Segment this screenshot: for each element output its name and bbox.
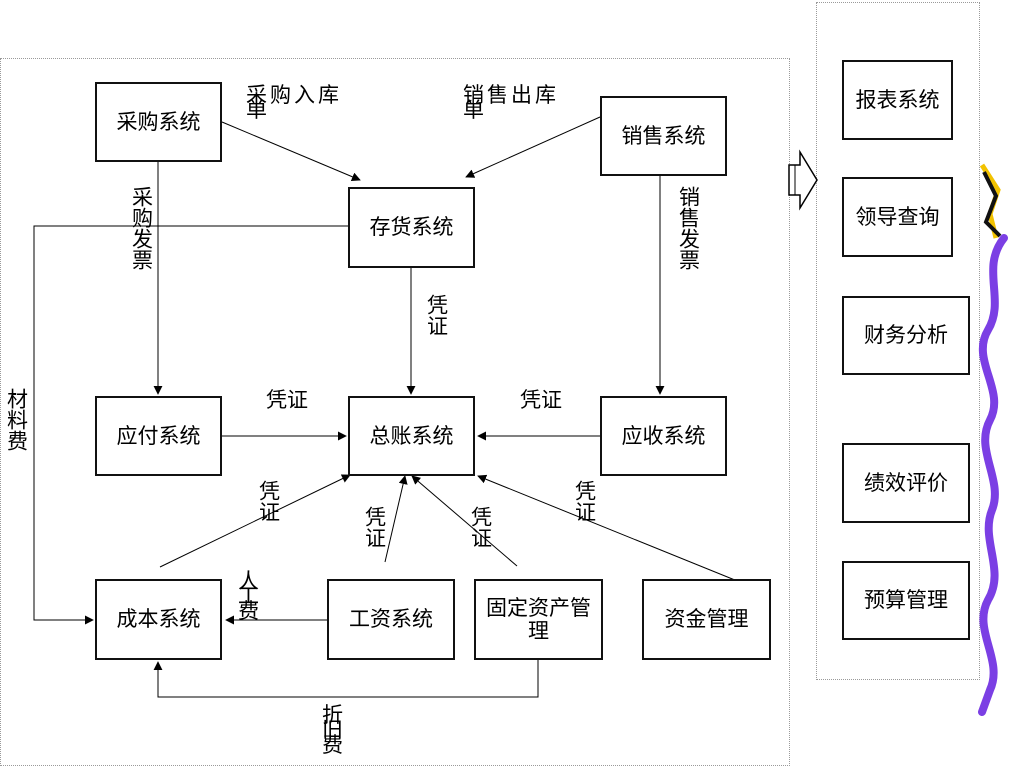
label-sales-out: 销售出库单 bbox=[463, 83, 559, 122]
diagram-frame bbox=[0, 58, 790, 766]
purchase-system-box: 采购系统 bbox=[95, 82, 222, 162]
ledger-system-box: 总账系统 bbox=[348, 396, 475, 476]
label-purchase-in: 采购入库单 bbox=[246, 83, 342, 122]
label-voucher-receivable: 凭证 bbox=[520, 388, 562, 412]
output-arrow-icon bbox=[788, 149, 818, 211]
label-material-cost: 材料费 bbox=[4, 388, 29, 451]
label-sales-invoice: 销售发票 bbox=[676, 186, 701, 270]
label-voucher-inventory: 凭证 bbox=[424, 294, 449, 336]
arrow-cost-to-ledger bbox=[159, 474, 351, 568]
outputs-frame bbox=[816, 2, 980, 680]
inventory-system-box: 存货系统 bbox=[348, 187, 475, 268]
decorative-ribbon bbox=[978, 163, 1008, 716]
arrow-inventory-to-cost bbox=[33, 225, 348, 625]
label-voucher-funds: 凭证 bbox=[572, 480, 597, 522]
arrow-payroll-to-ledger bbox=[384, 475, 408, 563]
payable-system-box: 应付系统 bbox=[95, 396, 222, 476]
output-budget-management: 预算管理 bbox=[842, 561, 970, 640]
output-financial-analysis: 财务分析 bbox=[842, 296, 970, 375]
funds-system-box: 资金管理 bbox=[642, 579, 771, 660]
output-performance-evaluation: 绩效评价 bbox=[842, 443, 970, 523]
arrow-sales-to-inventory bbox=[465, 116, 601, 178]
cost-system-box: 成本系统 bbox=[95, 579, 222, 660]
arrow-funds-to-ledger bbox=[477, 474, 763, 592]
label-voucher-payroll: 凭证 bbox=[362, 506, 387, 548]
label-labor-cost: 人工费 bbox=[238, 569, 285, 624]
receivable-system-box: 应收系统 bbox=[600, 396, 727, 476]
label-voucher-fixedassets: 凭证 bbox=[468, 506, 493, 548]
label-voucher-payable: 凭证 bbox=[266, 388, 308, 412]
arrow-fixedassets-to-ledger bbox=[411, 475, 518, 567]
label-depreciation: 折旧费 bbox=[322, 703, 369, 758]
fixed-assets-system-box: 固定资产管理 bbox=[474, 579, 603, 660]
label-purchase-invoice: 采购发票 bbox=[129, 186, 154, 270]
arrow-fixedassets-to-cost bbox=[153, 659, 539, 698]
arrow-purchase-to-inventory bbox=[221, 121, 361, 182]
payroll-system-box: 工资系统 bbox=[327, 579, 455, 660]
sales-system-box: 销售系统 bbox=[600, 96, 727, 176]
label-voucher-cost: 凭证 bbox=[256, 480, 281, 522]
output-report-system: 报表系统 bbox=[842, 60, 953, 140]
output-leader-query: 领导查询 bbox=[842, 177, 953, 257]
